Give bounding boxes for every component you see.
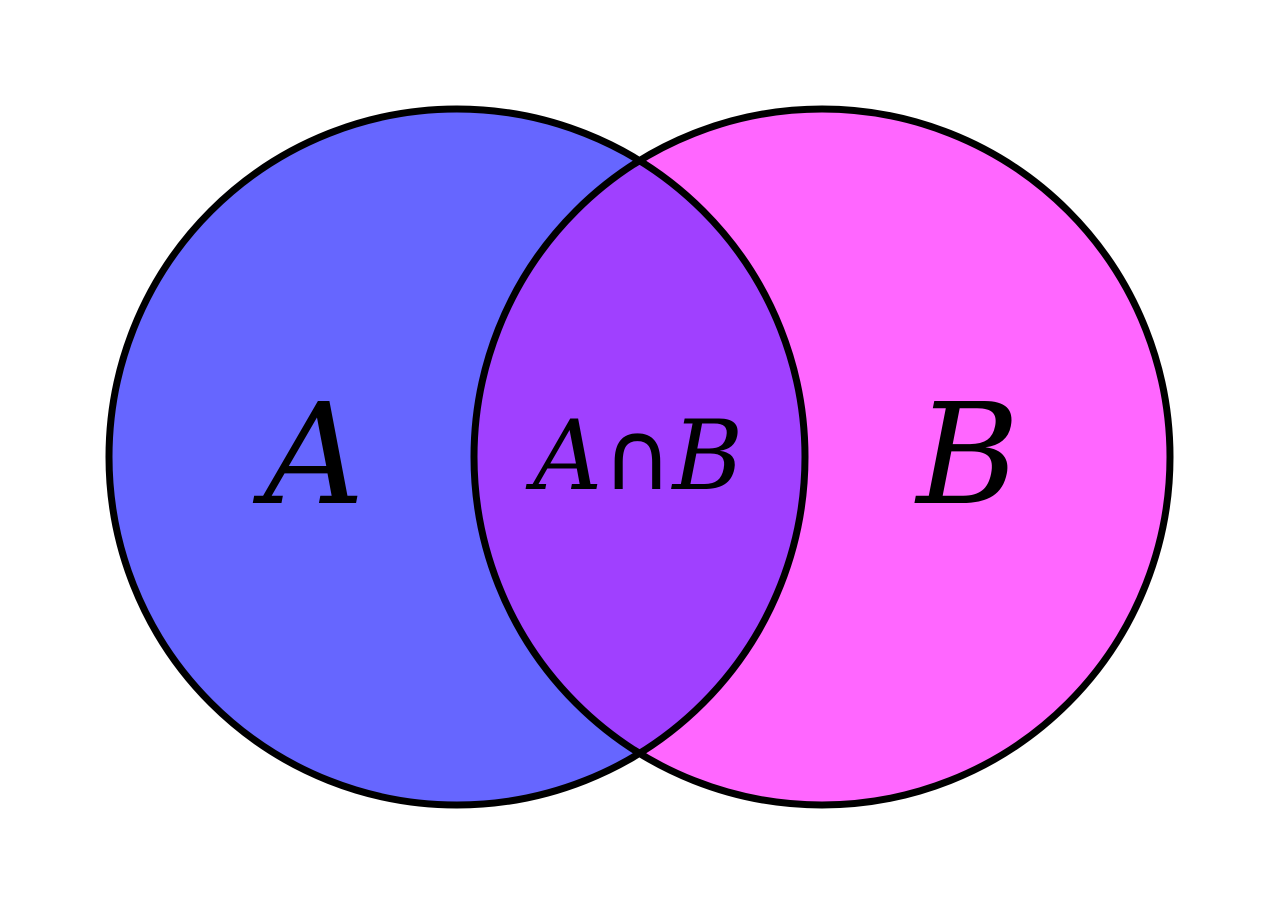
intersection-region [474,109,805,805]
set-a-outline [105,105,809,809]
set-a-label: A [252,374,364,537]
intersection-label: A∩B [525,400,743,512]
set-b-label: B [914,374,1020,537]
set-b-outline [470,105,1174,809]
